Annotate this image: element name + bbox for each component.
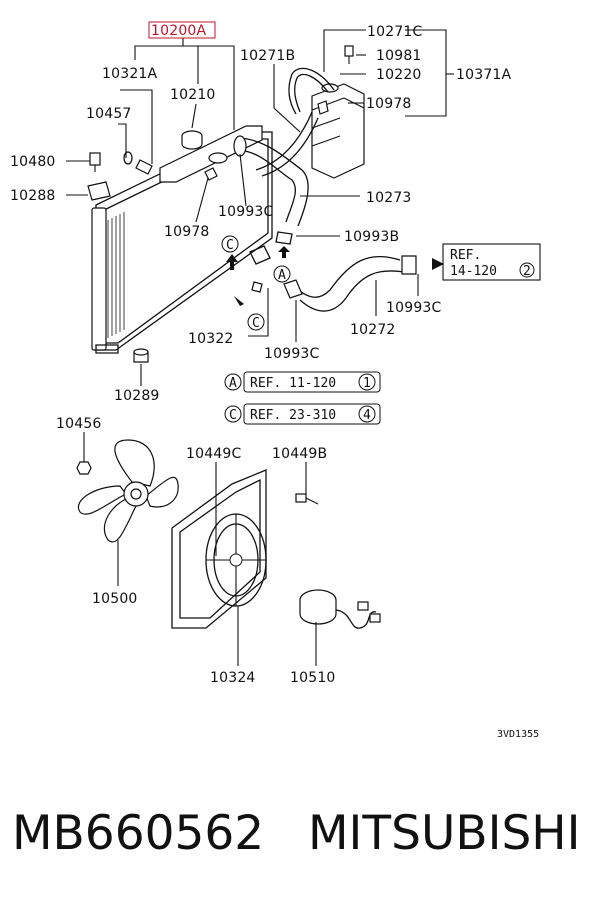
lower-fitting	[251, 281, 263, 293]
ref-right-num: 2	[523, 264, 531, 279]
label-10449B: 10449B	[272, 446, 327, 462]
leader-lines	[66, 29, 454, 386]
label-10371A: 10371A	[456, 67, 512, 83]
footer: MB660562 MITSUBISHI	[0, 806, 600, 876]
label-10978-right: 10978	[366, 96, 412, 112]
ref-c-num: 4	[363, 408, 371, 423]
reservoir-tank	[311, 45, 365, 179]
label-10272: 10272	[350, 322, 396, 338]
screw	[295, 493, 319, 505]
hose-clamp-right	[401, 255, 417, 275]
label-10510: 10510	[290, 670, 336, 686]
part-number: MB660562	[12, 806, 265, 861]
radiator-cap	[181, 130, 203, 150]
marker-c1: C	[221, 235, 239, 253]
svg-text:C: C	[252, 316, 260, 331]
label-10449C: 10449C	[186, 446, 242, 462]
marker-a: A	[273, 265, 291, 283]
diagram-code: 3VD1355	[497, 729, 539, 740]
part-labels-top: 10200A 10321A 10210 10457 10480 10288 10…	[10, 21, 512, 404]
ref-a-text: REF. 11-120	[250, 376, 336, 391]
overflow-hose	[288, 67, 335, 115]
label-10220: 10220	[376, 67, 422, 83]
marker-c2: C	[247, 313, 265, 331]
fan-blade	[77, 439, 179, 543]
label-10210: 10210	[170, 87, 216, 103]
svg-text:A: A	[278, 268, 286, 283]
fan-nut	[76, 461, 92, 475]
label-10273: 10273	[366, 190, 412, 206]
label-10993B: 10993B	[344, 229, 399, 245]
ref-c: C REF. 23-310 4	[224, 403, 381, 425]
overflow-hose-down	[255, 111, 319, 177]
label-10993C-bottom: 10993C	[264, 346, 320, 362]
ref-c-text: REF. 23-310	[250, 408, 336, 423]
brand-name: MITSUBISHI	[308, 806, 581, 861]
fan-shroud	[171, 469, 267, 629]
label-10200A: 10200A	[151, 23, 207, 39]
ref-a: A REF. 11-120 1	[224, 371, 381, 393]
label-10288: 10288	[10, 188, 56, 204]
svg-text:C: C	[226, 238, 234, 253]
ref-a-num: 1	[363, 376, 371, 391]
fan-motor	[299, 589, 381, 629]
label-10271C: 10271C	[367, 24, 423, 40]
mount-bracket	[87, 181, 111, 201]
hose-clamp-left	[283, 279, 303, 299]
label-10978-left: 10978	[164, 224, 210, 240]
leader-lines-lower	[83, 432, 317, 666]
label-10322: 10322	[188, 331, 234, 347]
flow-arrows	[226, 246, 444, 306]
lower-hose	[295, 255, 401, 298]
ref-right-line1: REF.	[450, 248, 481, 263]
label-10271B: 10271B	[240, 48, 295, 64]
label-10321A: 10321A	[102, 66, 158, 82]
hose-clamp	[275, 231, 293, 245]
ref-a-letter: A	[229, 376, 237, 391]
label-10993C-top: 10993C	[218, 204, 274, 220]
insulator	[133, 348, 149, 363]
part-labels-bottom: 10456 10449C 10449B 10500 10324 10510	[56, 416, 336, 686]
ref-box-right: REF. 14-120 2	[442, 243, 541, 281]
label-10456: 10456	[56, 416, 102, 432]
radiator-tab	[204, 167, 218, 181]
label-10457: 10457	[86, 106, 132, 122]
label-10981: 10981	[376, 48, 422, 64]
ref-c-letter: C	[229, 408, 237, 423]
label-10324: 10324	[210, 670, 256, 686]
label-10289: 10289	[114, 388, 160, 404]
label-10993C-right: 10993C	[386, 300, 442, 316]
label-10480: 10480	[10, 154, 56, 170]
ref-right-line2: 14-120	[450, 264, 497, 279]
label-10500: 10500	[92, 591, 138, 607]
upper-hose	[235, 149, 296, 223]
drain-plug	[89, 151, 153, 175]
overflow-hose-inner	[294, 73, 329, 113]
